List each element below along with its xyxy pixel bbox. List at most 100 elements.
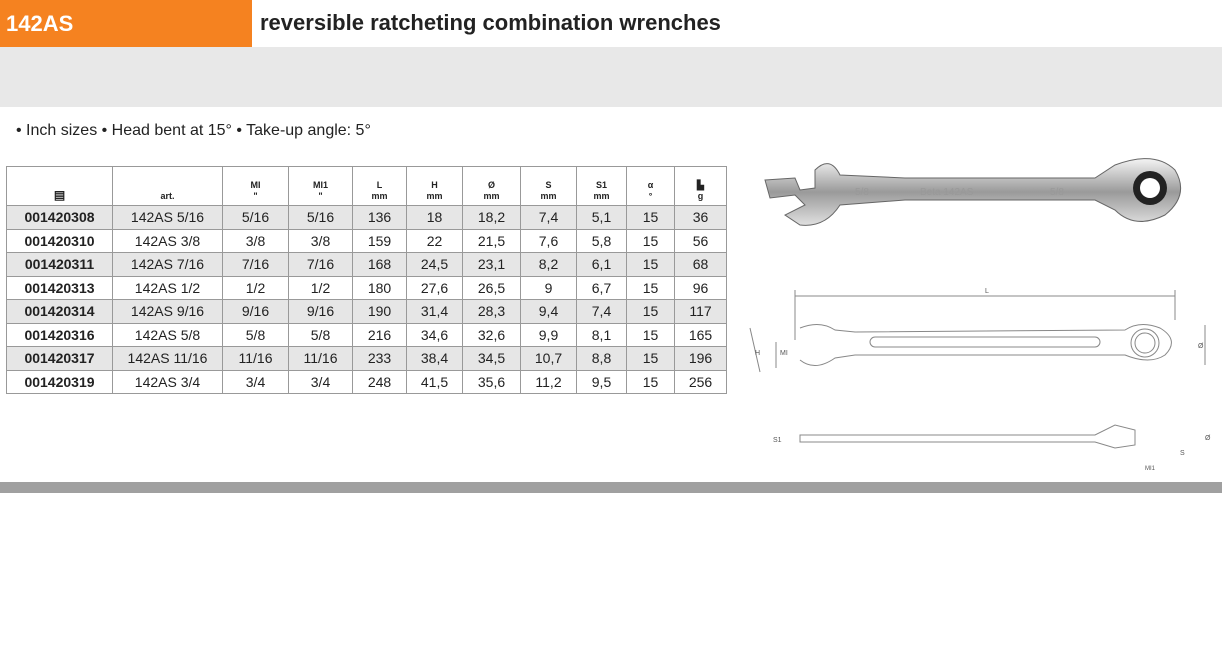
table-cell: 5,1 bbox=[576, 205, 627, 230]
table-cell: 5,8 bbox=[576, 228, 627, 253]
weight-icon: ▙ bbox=[697, 180, 704, 190]
dim-label: H bbox=[755, 350, 760, 357]
table-cell: 56 bbox=[674, 228, 727, 253]
header-unit: " bbox=[253, 191, 258, 201]
table-cell: 142AS 11/16 bbox=[112, 346, 223, 371]
table-cell: 142AS 1/2 bbox=[112, 275, 223, 300]
table-cell: 248 bbox=[352, 369, 407, 394]
table-cell: 159 bbox=[352, 228, 407, 253]
table-cell: 196 bbox=[674, 346, 727, 371]
header-label: S1 bbox=[595, 180, 607, 190]
table-cell: 7,6 bbox=[520, 228, 577, 253]
header-label: MI bbox=[250, 180, 261, 190]
table-cell: 117 bbox=[674, 299, 727, 324]
article-code: 001420311 bbox=[6, 252, 113, 277]
table-cell: 34,6 bbox=[406, 322, 463, 347]
table-cell: 6,7 bbox=[576, 275, 627, 300]
table-cell: 7/16 bbox=[222, 252, 289, 277]
table-cell: 8,8 bbox=[576, 346, 627, 371]
table-cell: 15 bbox=[626, 369, 675, 394]
article-code: 001420317 bbox=[6, 346, 113, 371]
column-header: ▙g bbox=[674, 166, 727, 206]
footer-bar bbox=[0, 482, 1222, 493]
column-header: MI1" bbox=[288, 166, 353, 206]
table-cell: 26,5 bbox=[462, 275, 521, 300]
table-cell: 15 bbox=[626, 322, 675, 347]
table-cell: 31,4 bbox=[406, 299, 463, 324]
table-cell: 24,5 bbox=[406, 252, 463, 277]
article-code: 001420310 bbox=[6, 228, 113, 253]
table-cell: 136 bbox=[352, 205, 407, 230]
table-cell: 142AS 5/8 bbox=[112, 322, 223, 347]
header-unit: ° bbox=[648, 191, 653, 201]
header-label: H bbox=[431, 180, 438, 190]
table-cell: 5/8 bbox=[288, 322, 353, 347]
table-cell: 3/4 bbox=[288, 369, 353, 394]
table-cell: 5/16 bbox=[288, 205, 353, 230]
dim-label: L bbox=[985, 288, 989, 295]
dim-label: MI bbox=[780, 350, 788, 357]
table-cell: 165 bbox=[674, 322, 727, 347]
table-cell: 41,5 bbox=[406, 369, 463, 394]
header-band bbox=[0, 47, 1222, 107]
header-unit: " bbox=[318, 191, 323, 201]
table-cell: 15 bbox=[626, 346, 675, 371]
features-text: • Inch sizes • Head bent at 15° • Take-u… bbox=[16, 122, 371, 139]
header-label: MI1 bbox=[312, 180, 328, 190]
header-unit: mm bbox=[426, 191, 443, 201]
table-cell: 34,5 bbox=[462, 346, 521, 371]
header-label: L bbox=[376, 180, 383, 190]
table-cell: 3/8 bbox=[222, 228, 289, 253]
table-cell: 18,2 bbox=[462, 205, 521, 230]
table-cell: 3/4 bbox=[222, 369, 289, 394]
table-cell: 256 bbox=[674, 369, 727, 394]
article-code: 001420308 bbox=[6, 205, 113, 230]
table-cell: 5/16 bbox=[222, 205, 289, 230]
table-cell: 142AS 3/8 bbox=[112, 228, 223, 253]
table-cell: 15 bbox=[626, 228, 675, 253]
product-code: 142AS bbox=[0, 0, 252, 47]
table-cell: 11,2 bbox=[520, 369, 577, 394]
table-cell: 10,7 bbox=[520, 346, 577, 371]
table-cell: 28,3 bbox=[462, 299, 521, 324]
technical-drawing: L H MI Ø S1 S Ø MI1 bbox=[749, 288, 1211, 472]
table-cell: 9,5 bbox=[576, 369, 627, 394]
table-cell: 7,4 bbox=[520, 205, 577, 230]
table-cell: 9,9 bbox=[520, 322, 577, 347]
table-cell: 18 bbox=[406, 205, 463, 230]
table-cell: 7/16 bbox=[288, 252, 353, 277]
header-unit: g bbox=[697, 191, 704, 201]
table-cell: 216 bbox=[352, 322, 407, 347]
header-unit: art. bbox=[160, 191, 175, 201]
table-cell: 8,2 bbox=[520, 252, 577, 277]
table-cell: 35,6 bbox=[462, 369, 521, 394]
table-cell: 96 bbox=[674, 275, 727, 300]
table-cell: 23,1 bbox=[462, 252, 521, 277]
wrench-photo: 5/8 Beta 142AS 5/8 bbox=[764, 158, 1182, 226]
table-cell: 8,1 bbox=[576, 322, 627, 347]
table-cell: 15 bbox=[626, 205, 675, 230]
table-cell: 15 bbox=[626, 252, 675, 277]
product-code-icon: ▤ bbox=[53, 188, 66, 202]
table-cell: 1/2 bbox=[288, 275, 353, 300]
article-code: 001420319 bbox=[6, 369, 113, 394]
photo-mark: Beta 142AS bbox=[920, 187, 974, 198]
table-cell: 9 bbox=[520, 275, 577, 300]
column-header: α° bbox=[626, 166, 675, 206]
table-cell: 11/16 bbox=[222, 346, 289, 371]
column-header: art. bbox=[112, 166, 223, 206]
header-unit: mm bbox=[540, 191, 557, 201]
table-cell: 22 bbox=[406, 228, 463, 253]
header-label: S bbox=[545, 180, 552, 190]
table-cell: 11/16 bbox=[288, 346, 353, 371]
